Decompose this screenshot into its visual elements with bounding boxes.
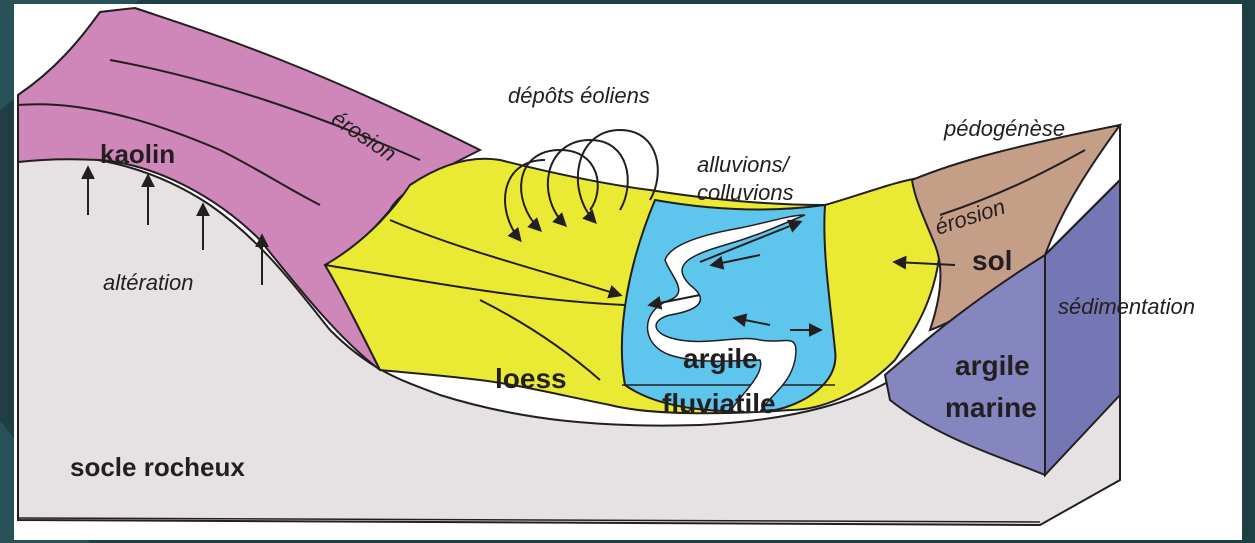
marine-clay-label-1: argile	[955, 350, 1030, 381]
soil-label: sol	[972, 245, 1012, 276]
alluvium-label-2: colluvions	[697, 180, 794, 205]
alteration-label: altération	[103, 270, 194, 295]
pedogenesis-label: pédogénèse	[943, 116, 1065, 141]
marine-clay-label-2: marine	[945, 392, 1037, 423]
river-clay-label-1: argile	[683, 343, 758, 374]
river-clay-label-2: fluviatile	[662, 388, 776, 419]
alluvium-label-1: alluvions/	[697, 152, 791, 177]
geology-diagram: kaolin érosion altération dépôts éoliens…	[14, 4, 1242, 540]
bedrock-label: socle rocheux	[70, 452, 245, 482]
kaolin-label: kaolin	[100, 139, 175, 169]
diagram-canvas: kaolin érosion altération dépôts éoliens…	[14, 4, 1242, 540]
aeolian-label: dépôts éoliens	[508, 83, 650, 108]
loess-label: loess	[495, 363, 567, 394]
sedimentation-label: sédimentation	[1058, 294, 1195, 319]
